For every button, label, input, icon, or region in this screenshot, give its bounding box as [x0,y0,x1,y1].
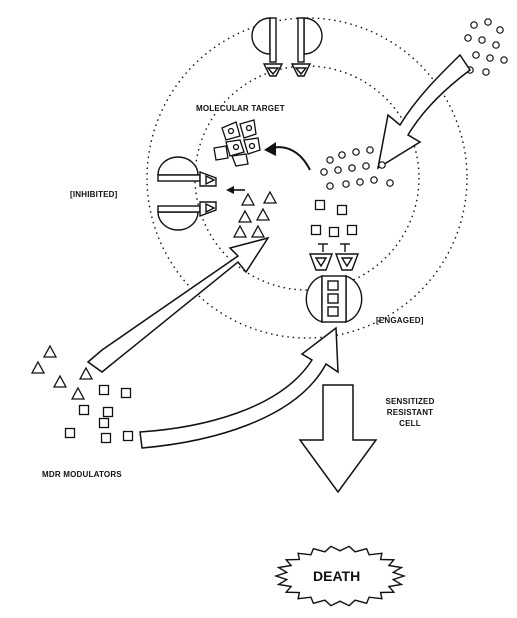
drug-entry-arrow [376,53,472,170]
modulator-triangles-outside [31,345,93,400]
engaged-transporter [305,243,363,323]
top-transporter [251,17,323,77]
death-starburst [273,545,407,607]
sensitized-line-2: RESISTANT [386,408,434,417]
modulator-squares-inside [310,199,358,238]
target-binding-arrow [271,146,311,171]
modulator-arrow-lower [139,326,339,449]
sensitized-label: SENSITIZED RESISTANT CELL [380,396,440,429]
death-label: DEATH [313,568,361,584]
inhibited-transporter [157,156,217,231]
target-arrow-head [264,142,276,156]
engaged-label: [ENGAGED] [376,316,424,325]
inner-membrane [194,65,420,291]
sensitization-arrow [298,384,378,494]
molecular-target-label: MOLECULAR TARGET [196,104,285,113]
molecular-target-cluster [213,119,261,167]
drug-particles-outside [464,18,508,76]
inhibited-label: [INHIBITED] [70,190,118,199]
sensitized-line-1: SENSITIZED [385,397,435,406]
modulator-triangles-inside [233,191,277,238]
sensitized-line-3: CELL [399,419,421,428]
inhibit-arrow-head [226,186,234,194]
mdr-modulators-label: MDR MODULATORS [42,470,122,479]
modulator-arrow-upper [86,236,270,373]
